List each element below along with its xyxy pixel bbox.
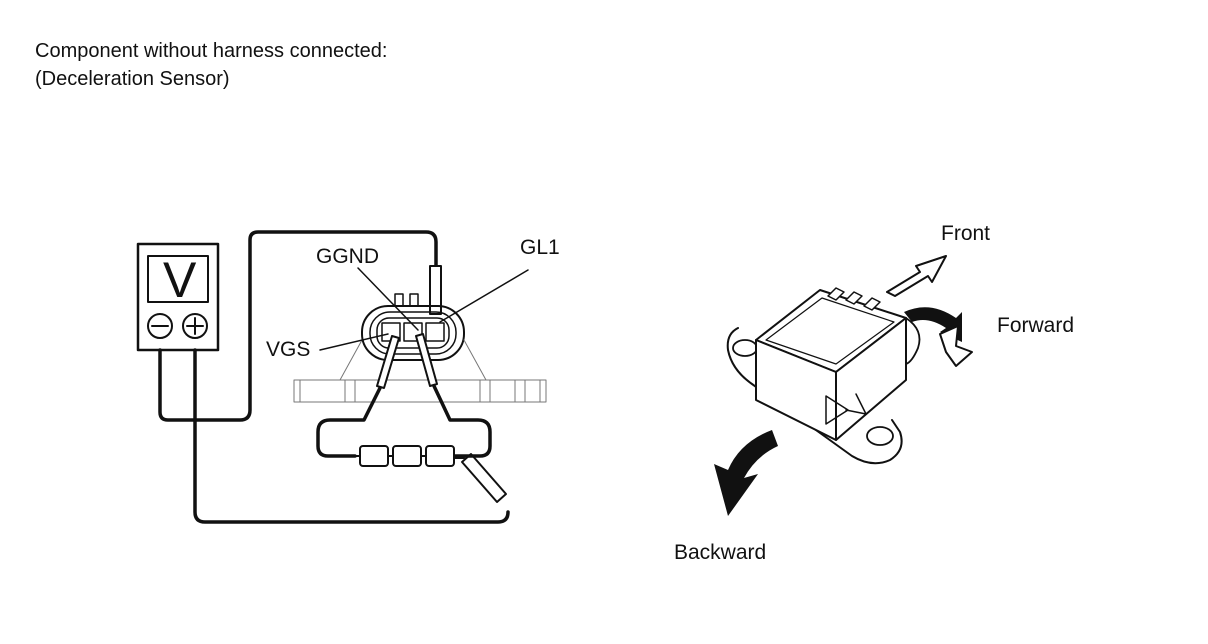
- caption-line-2: (Deceleration Sensor): [35, 68, 230, 90]
- voltmeter-display: [147, 255, 209, 303]
- leader-gl1: [439, 269, 529, 323]
- resistor-chain: [353, 445, 455, 467]
- probe-vgs: [376, 335, 400, 389]
- label-gl1: GL1: [520, 236, 560, 259]
- label-forward: Forward: [997, 314, 1075, 337]
- probe-ggnd: [415, 333, 438, 387]
- plus-terminal-icon: [182, 313, 208, 339]
- label-backward: Backward: [674, 541, 767, 564]
- leader-ggnd: [357, 267, 419, 331]
- deceleration-sensor: [726, 287, 921, 465]
- wire-vgs-jumper: [316, 386, 382, 458]
- voltmeter-symbol: V: [163, 252, 197, 308]
- forward-arrow-outline-icon: [939, 325, 973, 367]
- diagram-caption: Component without harness connected: (De…: [35, 37, 387, 93]
- wire-ggnd-jumper: [432, 384, 492, 458]
- label-vgs: VGS: [266, 338, 311, 361]
- wire-plus-to-ground-probe: [193, 348, 510, 524]
- minus-terminal-icon: [147, 313, 173, 339]
- wire-minus-to-gl1: [158, 230, 438, 422]
- sensor-connector: [293, 293, 547, 403]
- label-front: Front: [941, 222, 991, 245]
- probe-ground: [461, 453, 507, 503]
- backward-arrow-icon: [714, 430, 778, 516]
- leader-vgs: [319, 333, 389, 351]
- front-arrow-icon: [886, 255, 947, 297]
- caption-line-1: Component without harness connected:: [35, 40, 388, 62]
- label-ggnd: GGND: [316, 245, 379, 268]
- probe-gl1: [429, 265, 442, 315]
